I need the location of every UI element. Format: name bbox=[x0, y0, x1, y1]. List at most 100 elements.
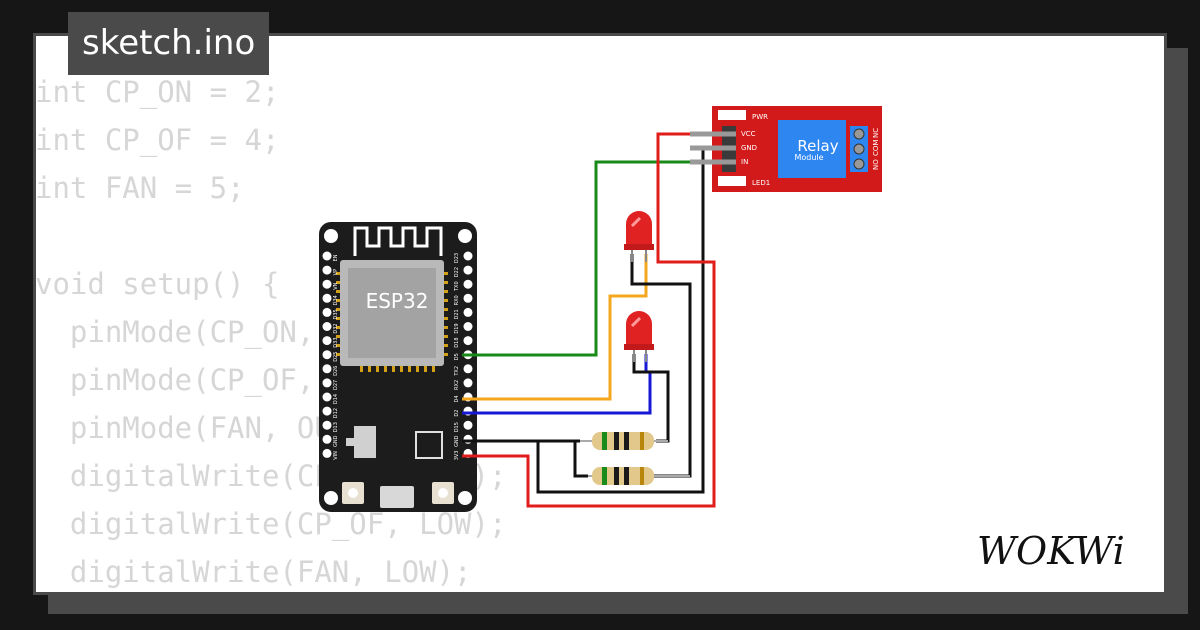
module-pad bbox=[444, 344, 448, 347]
relay-terminal-com: COM bbox=[872, 140, 880, 156]
relay-pin-gnd: GND bbox=[741, 144, 757, 152]
esp32-pin-d18[interactable] bbox=[463, 336, 473, 346]
esp32-pin-d21[interactable] bbox=[463, 307, 473, 317]
esp32-board[interactable]: ESP32 ENVPVND34D35D32D33D25D26D27D14D12D… bbox=[319, 222, 477, 512]
module-pad bbox=[384, 366, 387, 372]
esp32-pin-label: 3V3 bbox=[454, 451, 460, 461]
esp32-pin-tx0[interactable] bbox=[463, 279, 473, 289]
esp32-pin-label: D35 bbox=[333, 309, 339, 319]
esp32-pin-en[interactable] bbox=[322, 251, 332, 261]
module-pad bbox=[444, 281, 448, 284]
esp32-pin-label: TX2 bbox=[454, 366, 460, 377]
wire-orange bbox=[462, 254, 648, 401]
module-pad bbox=[424, 366, 427, 372]
esp32-pin-label: D12 bbox=[333, 408, 339, 418]
module-pad bbox=[444, 290, 448, 293]
voltage-regulator bbox=[354, 426, 376, 458]
esp32-pin-d32[interactable] bbox=[322, 322, 332, 331]
esp32-pin-label: RX2 bbox=[454, 380, 460, 390]
relay-pwr-label: PWR bbox=[752, 113, 768, 121]
esp32-label: ESP32 bbox=[366, 289, 429, 313]
module-pad bbox=[444, 272, 448, 275]
relay-subtitle: Module bbox=[794, 153, 823, 162]
led-1[interactable] bbox=[624, 211, 654, 262]
led1-indicator bbox=[718, 176, 746, 186]
module-pad bbox=[336, 272, 340, 275]
resistor-1[interactable] bbox=[580, 432, 668, 450]
module-pad bbox=[444, 335, 448, 338]
svg-text:WOKWi: WOKWi bbox=[977, 529, 1125, 573]
preview-card bbox=[33, 33, 1167, 595]
relay-led-label: LED1 bbox=[752, 179, 770, 187]
esp32-pin-label: EN bbox=[333, 254, 339, 261]
relay-title: Relay bbox=[797, 137, 838, 155]
code-line: digitalWrite(CP_OF, LOW); bbox=[35, 507, 507, 541]
esp32-pin-rx0[interactable] bbox=[463, 293, 473, 303]
esp32-pin-d13[interactable] bbox=[322, 420, 332, 430]
esp32-pin-label: D27 bbox=[333, 380, 339, 390]
esp32-pin-rx2[interactable] bbox=[463, 378, 473, 388]
esp32-pin-vn[interactable] bbox=[322, 279, 332, 289]
module-pad bbox=[368, 366, 371, 372]
esp32-pin-d19[interactable] bbox=[463, 322, 473, 331]
antenna-trace bbox=[353, 226, 443, 256]
wire-green bbox=[462, 160, 722, 357]
relay-body bbox=[778, 120, 846, 178]
esp32-pin-label: D13 bbox=[333, 422, 339, 432]
module-pad bbox=[444, 326, 448, 329]
file-tab[interactable]: sketch.ino bbox=[68, 12, 270, 75]
esp32-pin-label: VIN bbox=[333, 451, 339, 460]
module-pad bbox=[336, 281, 340, 284]
usb-chip bbox=[415, 431, 443, 459]
relay-module[interactable]: PWR LED1 VCC GND IN Relay Module NO COM … bbox=[690, 106, 882, 192]
module-pad bbox=[336, 299, 340, 302]
esp32-pin-d34[interactable] bbox=[322, 293, 332, 303]
resistor-2[interactable] bbox=[588, 467, 690, 485]
esp32-pin-label: D25 bbox=[333, 352, 339, 362]
esp32-pin-d12[interactable] bbox=[322, 406, 332, 416]
code-line: int CP_OF = 4; bbox=[35, 123, 280, 157]
relay-terminal-nc: NC bbox=[872, 128, 880, 138]
module-pad bbox=[444, 308, 448, 311]
esp32-pin-d35[interactable] bbox=[322, 307, 332, 317]
code-line: void setup() { bbox=[35, 267, 280, 301]
esp32-pin-d26[interactable] bbox=[322, 364, 332, 374]
esp32-pin-label: D33 bbox=[333, 337, 339, 347]
esp32-pin-label: D22 bbox=[454, 267, 460, 277]
esp32-pin-gnd[interactable] bbox=[322, 434, 332, 444]
esp32-pin-label: D34 bbox=[333, 295, 339, 305]
esp32-pin-d25[interactable] bbox=[322, 350, 332, 360]
module-pad bbox=[408, 366, 411, 372]
wire-blue bbox=[462, 354, 652, 415]
relay-terminal-no: NO bbox=[872, 159, 880, 170]
esp32-pin-label: D32 bbox=[333, 323, 339, 333]
wokwi-logo: WOKWi bbox=[977, 529, 1125, 573]
code-line: int FAN = 5; bbox=[35, 171, 245, 205]
esp32-pin-vin[interactable] bbox=[322, 448, 332, 458]
module-pad bbox=[336, 335, 340, 338]
esp32-pin-label: D14 bbox=[333, 394, 339, 404]
esp32-pin-vp[interactable] bbox=[322, 265, 332, 275]
esp32-pin-tx2[interactable] bbox=[463, 364, 473, 374]
module-pad bbox=[416, 366, 419, 372]
esp32-pin-d15[interactable] bbox=[463, 420, 473, 430]
module-pad bbox=[336, 290, 340, 293]
led-2[interactable] bbox=[624, 311, 654, 362]
module-pad bbox=[376, 366, 379, 372]
wire-black-a bbox=[462, 439, 588, 478]
esp32-pin-d23[interactable] bbox=[463, 251, 473, 261]
esp32-pin-d22[interactable] bbox=[463, 265, 473, 275]
esp32-pin-label: GND bbox=[454, 435, 460, 447]
module-pad bbox=[336, 344, 340, 347]
module-pad bbox=[444, 317, 448, 320]
esp32-pin-label: D4 bbox=[454, 395, 460, 402]
esp32-pin-d14[interactable] bbox=[322, 392, 332, 402]
relay-pin-vcc: VCC bbox=[741, 130, 756, 138]
code-line: digitalWrite(FAN, LOW); bbox=[35, 555, 472, 589]
esp32-pin-d33[interactable] bbox=[322, 336, 332, 346]
esp32-pin-label: D26 bbox=[333, 366, 339, 376]
esp32-pin-label: D23 bbox=[454, 253, 460, 263]
esp32-pin-d27[interactable] bbox=[322, 378, 332, 388]
esp32-pin-label: D15 bbox=[454, 422, 460, 432]
esp32-pin-label: D19 bbox=[454, 323, 460, 333]
